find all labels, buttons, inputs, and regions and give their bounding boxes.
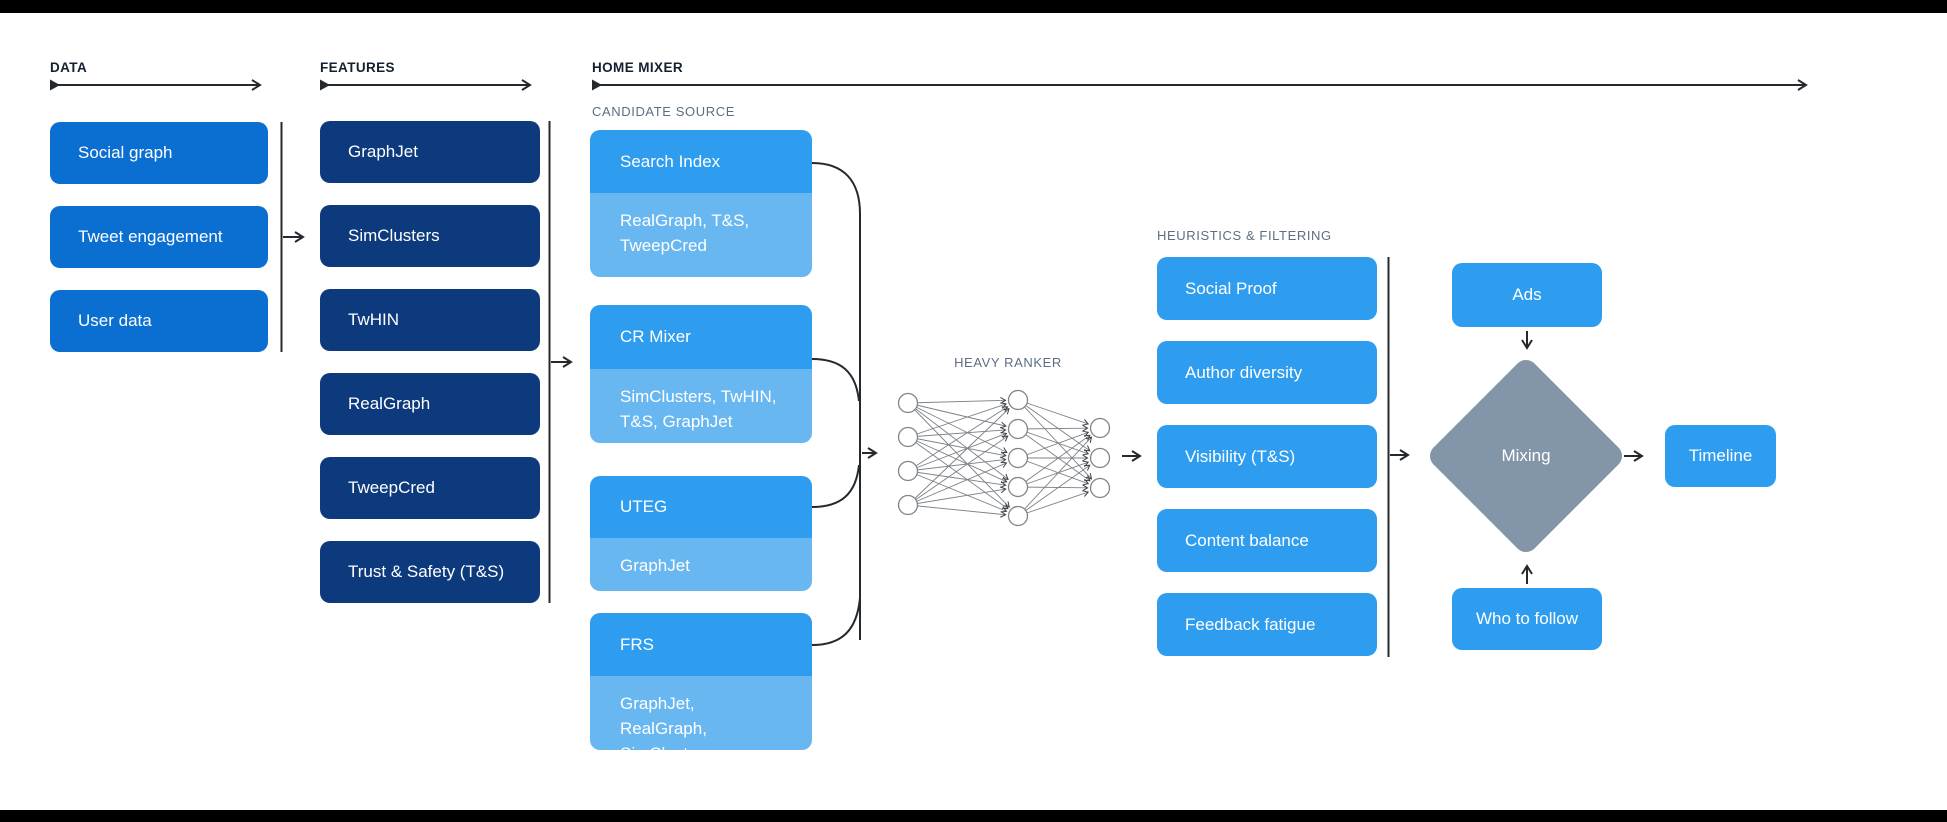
candidate-source-inputs: GraphJet	[590, 538, 812, 591]
diagram-node-label: Visibility (T&S)	[1185, 446, 1296, 466]
diagram-node: RealGraph	[320, 373, 540, 435]
candidate-source-inputs: RealGraph, T&S, TweepCred	[590, 193, 812, 277]
diagram-node: Tweet engagement	[50, 206, 268, 268]
diagram-node-label: User data	[78, 311, 152, 330]
candidate-column: Search Index RealGraph, T&S, TweepCred C…	[590, 0, 812, 822]
diagram-node-label: Social graph	[78, 143, 173, 162]
diagram-node-label: Content balance	[1185, 530, 1309, 550]
candidate-source-name: Search Index	[590, 130, 812, 193]
lane-header-features: FEATURES	[320, 60, 395, 75]
diagram-node: Visibility (T&S)	[1157, 425, 1377, 488]
diagram-node: Author diversity	[1157, 341, 1377, 404]
candidate-source-group: CR Mixer SimClusters, TwHIN, T&S, GraphJ…	[590, 305, 812, 443]
network-node	[1007, 418, 1029, 440]
candidate-source-inputs: GraphJet, RealGraph, SimClusters	[590, 676, 812, 750]
candidate-collector	[811, 162, 861, 646]
diagram-node: TwHIN	[320, 289, 540, 351]
diagram-node-label: Social Proof	[1185, 278, 1277, 298]
data-column: Social graph Tweet engagement User data	[50, 0, 268, 822]
heuristics-column: Social Proof Author diversity Visibility…	[1157, 0, 1377, 822]
network-node	[1089, 417, 1111, 439]
network-node	[1089, 447, 1111, 469]
heavy-ranker-label: HEAVY RANKER	[954, 355, 1062, 370]
mixing-diamond-label: Mixing	[1501, 446, 1551, 465]
candidate-source-name: CR Mixer	[590, 305, 812, 369]
timeline-node: Timeline	[1665, 425, 1776, 487]
diagram-node-label: TweepCred	[348, 478, 435, 497]
candidate-source-name: FRS	[590, 613, 812, 676]
diagram-node-label: RealGraph	[348, 394, 431, 413]
diagram-node-label: SimClusters	[348, 226, 440, 245]
diagram-node-label: Author diversity	[1185, 362, 1303, 382]
diagram-node: Content balance	[1157, 509, 1377, 572]
diagram-node: GraphJet	[320, 121, 540, 183]
ads-node: Ads	[1452, 263, 1602, 327]
network-node	[897, 426, 919, 448]
diagram-node: SimClusters	[320, 205, 540, 267]
heuristics-filtering-label: HEURISTICS & FILTERING	[1157, 228, 1332, 243]
network-node	[897, 460, 919, 482]
diagram-node: Social graph	[50, 122, 268, 184]
lane-header-home-mixer: HOME MIXER	[592, 60, 684, 75]
network-node	[1007, 476, 1029, 498]
network-node	[1007, 447, 1029, 469]
diagram-node: Social Proof	[1157, 257, 1377, 320]
diagram-node: User data	[50, 290, 268, 352]
heavy-ranker-network	[897, 389, 1111, 527]
lane-header-data: DATA	[50, 60, 88, 75]
diagram-node: Trust & Safety (T&S)	[320, 541, 540, 603]
diagram-node-label: Trust & Safety (T&S)	[348, 562, 505, 581]
candidate-source-group: UTEG GraphJet	[590, 476, 812, 591]
network-node	[1089, 477, 1111, 499]
diagram-node-label: Tweet engagement	[78, 227, 223, 246]
network-node	[1007, 389, 1029, 411]
who-to-follow-node: Who to follow	[1452, 588, 1602, 650]
bottom-letterbox-bar	[0, 810, 1947, 822]
network-node	[897, 494, 919, 516]
diagram-node: Feedback fatigue	[1157, 593, 1377, 656]
features-column: GraphJet SimClusters TwHIN RealGraph Twe…	[320, 0, 540, 822]
diagram-node-label: GraphJet	[348, 142, 418, 161]
diagram-node-label: Feedback fatigue	[1185, 614, 1316, 634]
network-node	[1007, 505, 1029, 527]
candidate-source-group: Search Index RealGraph, T&S, TweepCred	[590, 130, 812, 277]
top-letterbox-bar	[0, 0, 1947, 13]
diagram-node-label: TwHIN	[348, 310, 399, 329]
diagram-node: TweepCred	[320, 457, 540, 519]
candidate-source-group: FRS GraphJet, RealGraph, SimClusters	[590, 613, 812, 750]
network-node	[897, 392, 919, 414]
candidate-source-label: CANDIDATE SOURCE	[592, 104, 735, 119]
candidate-source-name: UTEG	[590, 476, 812, 538]
candidate-source-inputs: SimClusters, TwHIN, T&S, GraphJet	[590, 369, 812, 443]
